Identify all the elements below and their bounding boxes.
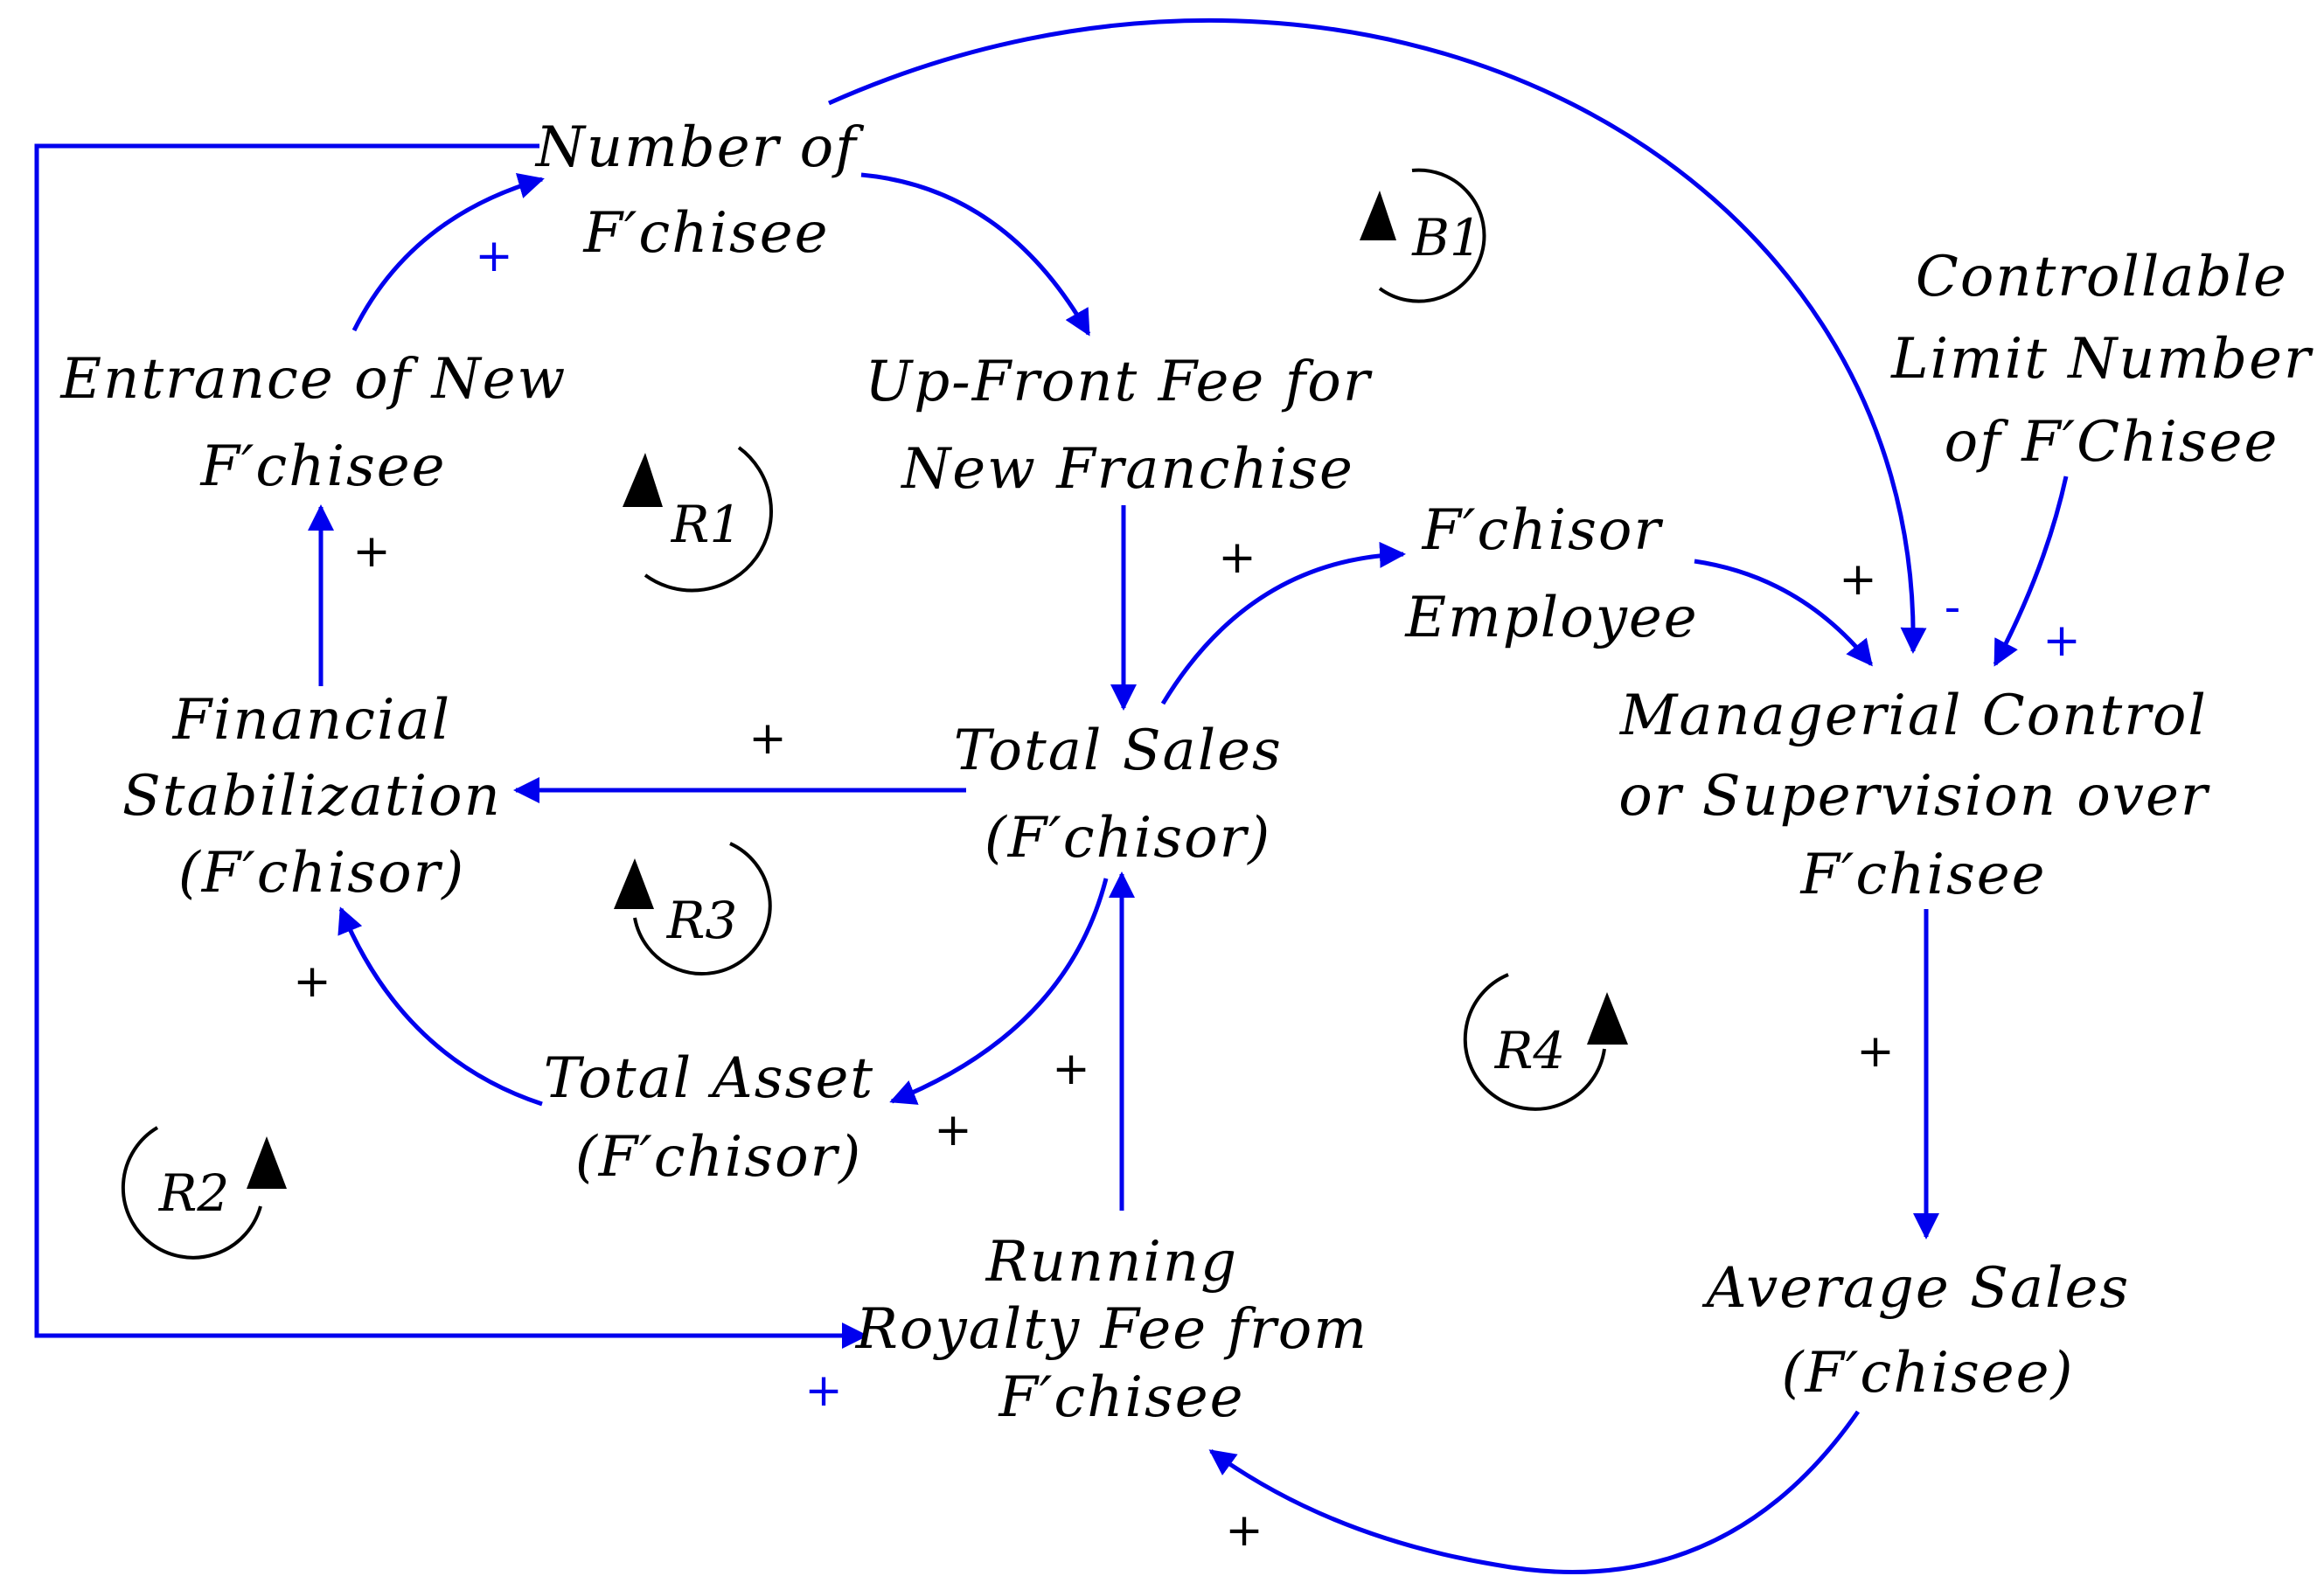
loop-r2-arrowhead <box>247 1136 287 1189</box>
link-entrance-to-number <box>351 173 545 332</box>
node-total-asset: Total Asset (F′chisor) <box>544 1046 894 1190</box>
node-running-royalty-line3: F′chisee <box>998 1365 1244 1430</box>
svg-text:Managerial Control or Su: Managerial Control or Supervision over F… <box>1618 684 2229 907</box>
link-sales-to-asset <box>889 878 1109 1105</box>
node-up-front-fee-line1: Up-Front Fee for <box>865 350 1373 414</box>
link-average-to-royalty <box>1208 1410 1861 1574</box>
link-number-to-royalty <box>34 143 868 1349</box>
node-average-sales-line1: Average Sales <box>1701 1256 2130 1321</box>
link-number-to-upfront <box>860 172 1091 337</box>
polarity-number-to-royalty: + <box>804 1364 843 1417</box>
loop-r2-label: R2 <box>158 1163 230 1223</box>
polarity-sales-to-employee: + <box>1218 531 1256 584</box>
polarity-mgr-to-avg: + <box>1856 1025 1895 1078</box>
loop-r4-arc <box>1463 973 1606 1111</box>
loop-b1: B1 <box>1360 168 1486 303</box>
loop-r3: R3 <box>614 842 772 976</box>
polarity-sales-to-fin: + <box>748 712 787 765</box>
node-running-royalty: Running Royalty Fee from F′chisee <box>855 1230 1388 1430</box>
node-financial-stabilization: Financial Stabilization (F′chisor) <box>122 688 521 906</box>
node-total-sales-line1: Total Sales <box>954 719 1283 783</box>
loop-r4-arrowhead <box>1587 992 1628 1045</box>
node-controllable-limit-line1: Controllable <box>1916 245 2288 309</box>
node-number-of-fchisee-line1: Number of <box>534 115 865 180</box>
svg-text:Entrance of New F′chisee: Entrance of New F′chisee <box>59 347 586 499</box>
polarity-employee-to-mgr: + <box>1839 553 1877 606</box>
node-number-of-fchisee: Number of F′chisee <box>534 115 877 266</box>
link-employee-to-managerial <box>1694 559 1873 667</box>
polarity-avg-to-royalty: + <box>1225 1504 1263 1557</box>
loop-b1-arc <box>1378 168 1486 303</box>
node-running-royalty-line2: Royalty Fee from <box>855 1297 1368 1362</box>
polarity-entrance-to-number: + <box>475 230 513 282</box>
link-sales-to-employee <box>1160 541 1406 705</box>
polarity-fin-to-entrance: + <box>352 525 391 578</box>
svg-text:Financial Stabilization: Financial Stabilization (F′chisor) <box>122 688 521 906</box>
node-financial-stabilization-line3: (F′chisor) <box>178 841 465 906</box>
node-average-sales-line2: (F′chisee) <box>1782 1341 2075 1406</box>
node-entrance-new-fchisee-line2: F′chisee <box>199 434 446 499</box>
node-total-asset-line2: (F′chisor) <box>575 1125 862 1190</box>
svg-text:Total Asset (F′chisor): Total Asset (F′chisor) <box>544 1046 894 1190</box>
node-financial-stabilization-line1: Financial <box>172 688 451 753</box>
svg-text:Number of F′chisee: Number of F′chisee <box>534 115 877 266</box>
loop-r3-label: R3 <box>666 891 738 950</box>
node-managerial-control: Managerial Control or Supervision over F… <box>1618 684 2229 907</box>
loop-r4-label: R4 <box>1494 1021 1566 1080</box>
loop-r2-arc <box>121 1126 262 1260</box>
node-managerial-control-line2: or Supervision over <box>1618 764 2210 829</box>
loop-b1-arrowhead <box>1360 191 1396 240</box>
loop-r3-arc <box>633 842 772 976</box>
loop-r1: R1 <box>623 446 773 593</box>
svg-text:Up-Front Fee for New Fra: Up-Front Fee for New Franchise <box>865 350 1391 502</box>
svg-text:Running Royalty Fee from: Running Royalty Fee from F′chisee <box>855 1230 1388 1430</box>
polarity-royalty-to-sales: + <box>1052 1043 1090 1095</box>
node-total-asset-line1: Total Asset <box>544 1046 874 1111</box>
svg-text:Average Sales (F′chisee): Average Sales (F′chisee) <box>1701 1256 2149 1406</box>
node-fchisor-employee-line1: F′chisor <box>1422 498 1664 563</box>
loop-b1-label: B1 <box>1411 208 1482 267</box>
polarity-sales-to-asset: + <box>934 1104 972 1156</box>
link-asset-to-fin <box>337 906 543 1107</box>
node-average-sales: Average Sales (F′chisee) <box>1701 1256 2149 1406</box>
node-controllable-limit-line3: of F′Chisee <box>1945 410 2279 475</box>
node-managerial-control-line1: Managerial Control <box>1619 684 2208 748</box>
node-up-front-fee-line2: New Franchise <box>900 437 1354 502</box>
svg-text:F′chisor Employee: F′chisor Employee <box>1404 498 1698 650</box>
node-number-of-fchisee-line2: F′chisee <box>582 201 829 266</box>
svg-text:Total Sales (F′chisor): Total Sales (F′chisor) <box>954 719 1302 871</box>
node-running-royalty-line1: Running <box>985 1230 1239 1295</box>
loop-r1-arrowhead <box>623 453 663 507</box>
node-entrance-new-fchisee-line1: Entrance of New <box>59 347 567 412</box>
node-controllable-limit-line2: Limit Number <box>1890 327 2314 392</box>
node-managerial-control-line3: F′chisee <box>1799 843 2046 907</box>
node-financial-stabilization-line2: Stabilization <box>122 764 502 829</box>
loop-r1-label: R1 <box>671 495 742 554</box>
loop-r1-arc <box>644 446 773 593</box>
polarity-number-to-mgr: - <box>1945 581 1961 634</box>
node-fchisor-employee: F′chisor Employee <box>1404 498 1698 650</box>
node-controllable-limit: Controllable Limit Number of F′Chisee <box>1890 245 2324 475</box>
node-total-sales-line2: (F′chisor) <box>985 806 1271 871</box>
node-fchisor-employee-line2: Employee <box>1404 586 1698 650</box>
node-total-sales: Total Sales (F′chisor) <box>954 719 1302 871</box>
loop-r4: R4 <box>1463 973 1628 1111</box>
svg-text:Controllable Limit Numbe: Controllable Limit Number of F′Chisee <box>1890 245 2324 475</box>
link-limit-to-managerial <box>1993 476 2069 667</box>
node-entrance-new-fchisee: Entrance of New F′chisee <box>59 347 586 499</box>
loop-r2: R2 <box>121 1126 287 1260</box>
node-up-front-fee: Up-Front Fee for New Franchise <box>865 350 1391 502</box>
polarity-limit-to-mgr: + <box>2042 614 2081 667</box>
loop-r3-arrowhead <box>614 858 654 909</box>
polarity-asset-to-fin: + <box>293 955 331 1008</box>
link-number-to-managerial <box>827 17 1927 654</box>
